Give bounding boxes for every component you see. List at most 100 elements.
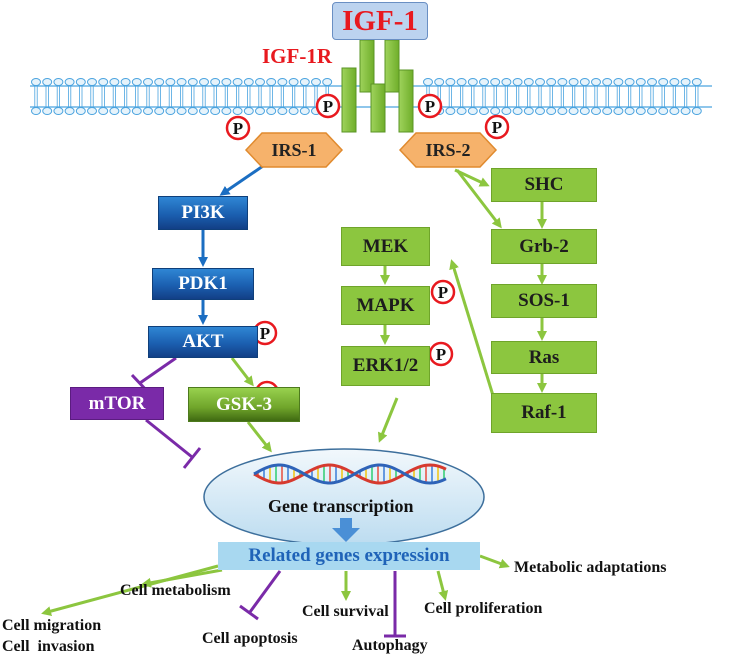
svg-text:P: P xyxy=(492,118,502,137)
svg-text:P: P xyxy=(233,119,243,138)
dna-helix-icon xyxy=(253,463,447,485)
inhibit-bar-nucleus xyxy=(182,447,202,469)
irs-1-hexagon xyxy=(244,132,344,168)
lipid-head-icon xyxy=(568,107,579,115)
lipid-head-icon xyxy=(635,78,646,86)
inhibit-to-apoptosis xyxy=(248,570,282,613)
lipid-head-icon xyxy=(479,107,489,115)
lipid-head-icon xyxy=(535,107,545,115)
lipid-head-icon xyxy=(613,78,624,86)
phosphorylation-badge-icon: P xyxy=(417,93,443,119)
pdk1-node: PDK1 xyxy=(152,268,254,300)
grb-2-node: Grb-2 xyxy=(491,229,597,264)
lipid-head-icon xyxy=(109,107,120,115)
arrow-irs2-grb2 xyxy=(455,169,502,229)
lipid-head-icon xyxy=(75,107,86,115)
igf-1r-label: IGF-1R xyxy=(262,44,332,68)
lipid-head-icon xyxy=(187,78,198,86)
lipid-head-icon xyxy=(154,78,165,86)
shc-node: SHC xyxy=(491,168,597,202)
gsk-3-node: GSK-3 xyxy=(188,387,300,422)
lipid-head-icon xyxy=(131,107,142,115)
arrow-akt-gsk3 xyxy=(230,357,254,387)
lipid-head-icon xyxy=(490,78,501,86)
lipid-head-icon xyxy=(64,107,75,115)
outcome-cell-proliferation: Cell proliferation xyxy=(424,600,543,617)
lipid-head-icon xyxy=(467,78,478,86)
lipid-head-icon xyxy=(624,107,635,115)
lipid-head-icon xyxy=(221,107,232,115)
irs-1-label: IRS-1 xyxy=(271,139,317,160)
lipid-head-icon xyxy=(199,78,209,86)
irs-2-label: IRS-2 xyxy=(425,139,471,160)
lipid-head-icon xyxy=(669,107,680,115)
pathway-connectors xyxy=(41,164,547,638)
outcome-cell-survival: Cell survival xyxy=(302,603,389,620)
arrow-gene-to-expression xyxy=(332,518,360,542)
outcome-cell-migration: Cell migration xyxy=(2,617,102,634)
lipid-head-icon xyxy=(445,78,456,86)
lipid-head-icon xyxy=(691,78,702,86)
cell-membrane xyxy=(30,78,712,115)
lipid-head-icon xyxy=(143,78,153,86)
lipid-head-icon xyxy=(243,107,254,115)
arrow-to-proliferation xyxy=(436,570,449,601)
akt-node: AKT xyxy=(148,326,258,358)
svg-text:P: P xyxy=(425,97,435,116)
lipid-head-icon xyxy=(31,78,41,86)
lipid-head-icon xyxy=(658,107,669,115)
lipid-head-icon xyxy=(64,78,75,86)
lipid-head-icon xyxy=(120,107,131,115)
lipid-head-icon xyxy=(445,107,456,115)
lipid-head-icon xyxy=(299,107,310,115)
lipid-head-icon xyxy=(210,78,221,86)
lipid-head-icon xyxy=(523,107,534,115)
phosphorylation-badge-icon: P xyxy=(225,115,251,141)
lipid-head-icon xyxy=(187,107,198,115)
phosphorylation-badge-icon: P xyxy=(484,114,510,140)
phosphorylation-badge-icon: P xyxy=(428,341,454,367)
inhibit-mtor-nucleus xyxy=(145,418,193,459)
lipid-head-icon xyxy=(75,78,86,86)
ras-node: Ras xyxy=(491,341,597,374)
lipid-head-icon xyxy=(98,78,109,86)
svg-text:P: P xyxy=(260,324,270,343)
phosphorylation-badge-icon: P xyxy=(315,93,341,119)
outcome-metabolic-adaptations: Metabolic adaptations xyxy=(514,559,667,576)
lipid-head-icon xyxy=(423,78,433,86)
lipid-head-icon xyxy=(456,107,467,115)
inhibit-bar-apoptosis xyxy=(239,604,259,621)
lipid-head-icon xyxy=(210,107,221,115)
lipid-head-icon xyxy=(255,78,265,86)
lipid-head-icon xyxy=(42,107,53,115)
lipid-head-icon xyxy=(165,78,176,86)
lipid-head-icon xyxy=(568,78,579,86)
lipid-head-icon xyxy=(277,78,288,86)
lipid-head-icon xyxy=(479,78,489,86)
sos-1-node: SOS-1 xyxy=(491,284,597,318)
svg-text:P: P xyxy=(438,283,448,302)
lipid-head-icon xyxy=(109,78,120,86)
erk1-2-node: ERK1/2 xyxy=(341,346,430,386)
lipid-head-icon xyxy=(53,107,64,115)
lipid-head-icon xyxy=(691,107,702,115)
lipid-head-icon xyxy=(87,78,97,86)
lipid-head-icon xyxy=(434,78,445,86)
igf-1-ligand: IGF-1 xyxy=(332,2,428,40)
lipid-head-icon xyxy=(579,78,590,86)
outcome-cell-metabolism: Cell metabolism xyxy=(120,582,231,599)
gene-transcription-label: Gene transcription xyxy=(268,496,414,516)
outcome-cell-apoptosis: Cell apoptosis xyxy=(202,630,298,647)
arrow-to-migration xyxy=(41,564,219,617)
lipid-head-icon xyxy=(591,107,601,115)
arrow-raf1-mek xyxy=(449,259,497,403)
lipid-head-icon xyxy=(232,78,243,86)
lipid-head-icon xyxy=(143,107,153,115)
lipid-head-icon xyxy=(467,107,478,115)
mapk-node: MAPK xyxy=(341,286,430,325)
arrow-to-metabolic-adaptations xyxy=(479,554,510,569)
lipid-head-icon xyxy=(288,78,299,86)
outcome-cell-invasion: Cell invasion xyxy=(2,638,95,655)
lipid-head-icon xyxy=(288,107,299,115)
lipid-head-icon xyxy=(255,107,265,115)
